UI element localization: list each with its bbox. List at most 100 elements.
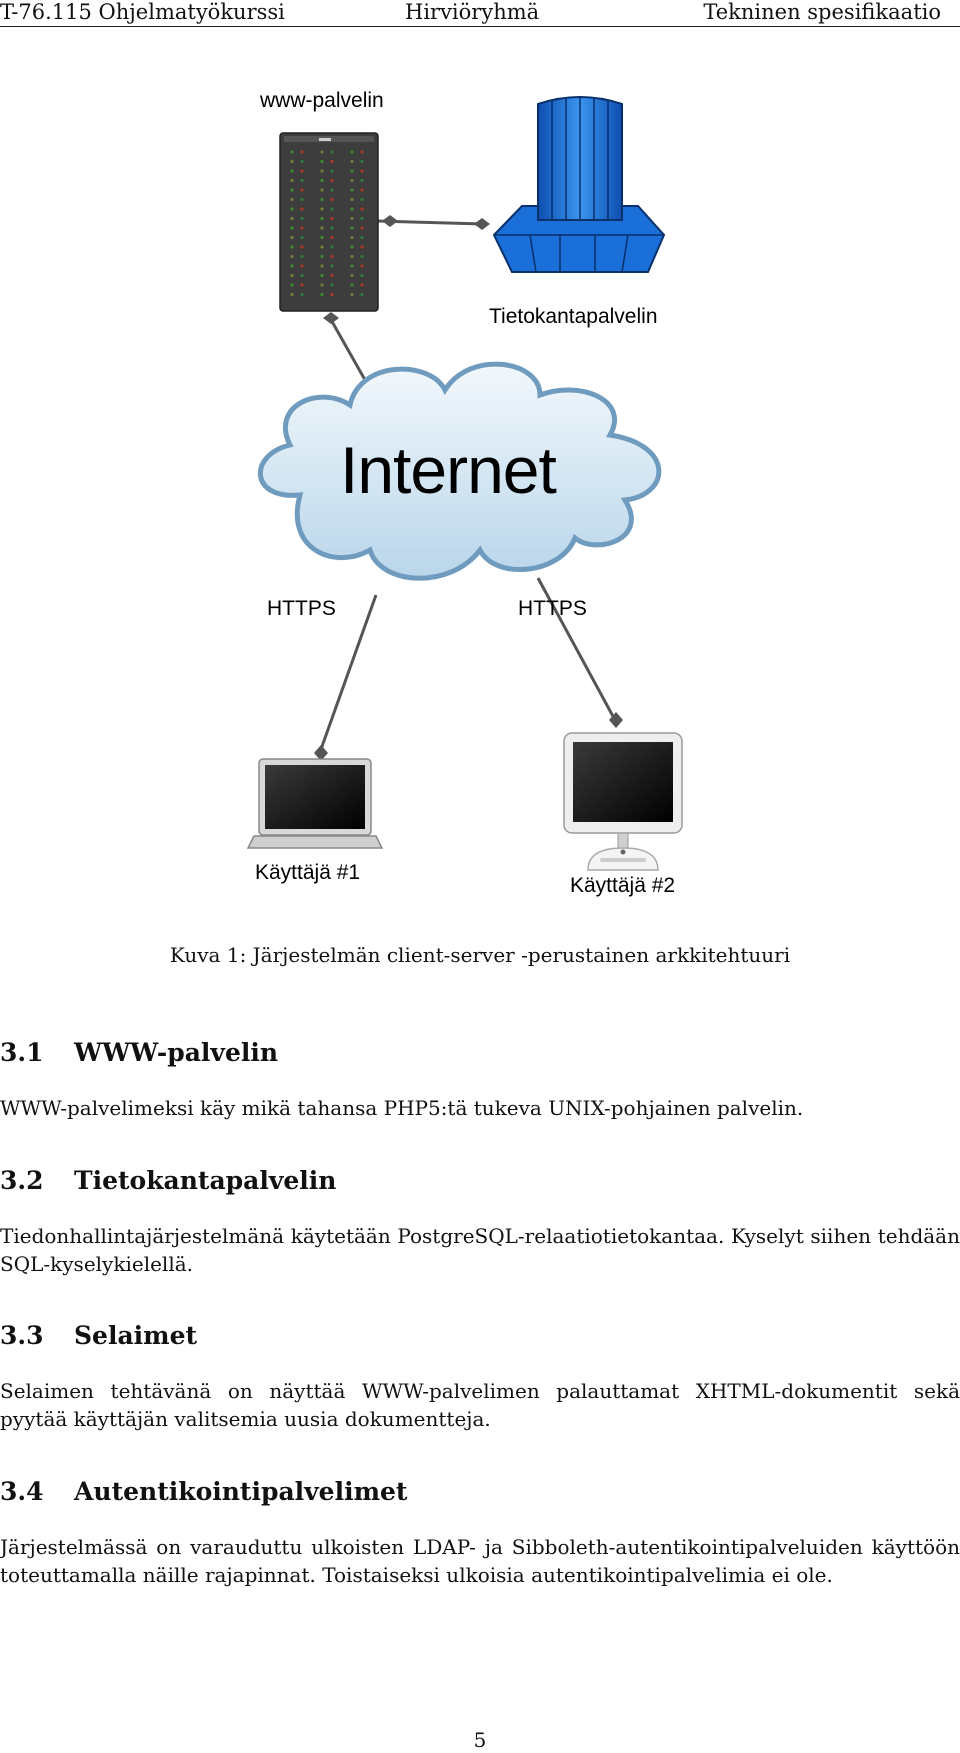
connector-diamond xyxy=(609,712,623,728)
rack-led xyxy=(360,245,364,249)
rack-led xyxy=(320,264,324,268)
section-heading: 3.2 Tietokantapalvelin xyxy=(0,1166,336,1195)
rack-led xyxy=(320,235,324,240)
rack-led xyxy=(350,150,354,154)
rack-led xyxy=(330,264,334,268)
rack-led xyxy=(330,150,334,154)
rack-led xyxy=(320,159,324,164)
rack-led xyxy=(350,178,354,183)
rack-led xyxy=(350,188,354,192)
section-paragraph: Selaimen tehtävänä on näyttää WWW-palvel… xyxy=(0,1379,960,1431)
section-title: Tietokantapalvelin xyxy=(74,1166,337,1195)
rack-led xyxy=(360,273,364,278)
rack-led xyxy=(290,159,294,164)
rack-led xyxy=(300,159,304,164)
header-group: Hirviöryhmä xyxy=(405,0,540,24)
connector-diamonds xyxy=(314,215,623,761)
rack-led xyxy=(290,254,294,259)
rack-led xyxy=(300,226,304,230)
rack-led xyxy=(300,150,304,154)
rack-led xyxy=(330,159,334,164)
section-title: WWW-palvelin xyxy=(74,1038,279,1067)
rack-led xyxy=(350,235,354,240)
section-number: 3.3 xyxy=(0,1321,44,1350)
rack-led xyxy=(330,207,334,211)
rack-led xyxy=(360,150,364,154)
rack-led xyxy=(330,245,334,249)
rack-led xyxy=(300,245,304,249)
rack-led xyxy=(360,283,364,287)
rack-led xyxy=(350,197,354,202)
figure-caption: Kuva 1: Järjestelmän client-server -peru… xyxy=(169,943,791,967)
rack-led xyxy=(360,292,364,297)
rack-led xyxy=(320,197,324,202)
rack-led xyxy=(300,207,304,211)
connector-diamond xyxy=(474,218,490,230)
rack-led xyxy=(300,216,304,221)
running-header: T-76.115 Ohjelmatyökurssi Hirviöryhmä Te… xyxy=(0,0,960,27)
rack-led xyxy=(330,216,334,221)
user2-label: Käyttäjä #2 xyxy=(570,874,675,897)
rack-led xyxy=(360,226,364,230)
rack-led xyxy=(300,292,304,297)
rack-led xyxy=(330,197,334,202)
rack-led xyxy=(300,264,304,268)
database-server-icon xyxy=(492,96,666,273)
rack-led xyxy=(320,292,324,297)
header-doc-title: Tekninen spesifikaatio xyxy=(703,0,941,24)
rack-led xyxy=(320,169,324,173)
rack-led xyxy=(350,254,354,259)
section-number: 3.2 xyxy=(0,1166,44,1195)
laptop-icon xyxy=(246,758,384,849)
rack-led xyxy=(320,273,324,278)
rack-led xyxy=(330,178,334,183)
section-paragraph: Tiedonhallintajärjestelmänä käytetään Po… xyxy=(0,1224,960,1276)
rack-led xyxy=(360,216,364,221)
rack-led xyxy=(360,207,364,211)
rack-led xyxy=(290,264,294,268)
rack-led xyxy=(320,150,324,154)
section-number: 3.4 xyxy=(0,1477,44,1506)
link-internet-user1 xyxy=(318,594,378,753)
section-paragraph: WWW-palvelimeksi käy mikä tahansa PHP5:t… xyxy=(0,1096,804,1120)
rack-led xyxy=(300,235,304,240)
rack-led xyxy=(320,216,324,221)
rack-led xyxy=(320,178,324,183)
rack-led xyxy=(330,273,334,278)
section-paragraph: Järjestelmässä on varauduttu ulkoisten L… xyxy=(0,1535,960,1587)
page-number: 5 xyxy=(473,1728,487,1752)
rack-led xyxy=(300,197,304,202)
rack-led xyxy=(350,245,354,249)
rack-led xyxy=(350,264,354,268)
rack-led xyxy=(290,169,294,173)
section-title: Autentikointipalvelimet xyxy=(74,1477,408,1506)
rack-led xyxy=(350,216,354,221)
rack-led xyxy=(320,254,324,259)
internet-cloud-icon xyxy=(258,361,662,581)
architecture-diagram: www-palvelin Tietokantapalvelin Internet… xyxy=(246,89,683,897)
user1-label: Käyttäjä #1 xyxy=(255,861,360,884)
rack-led xyxy=(290,207,294,211)
rack-led xyxy=(300,188,304,192)
rack-led xyxy=(360,169,364,173)
header-course: T-76.115 Ohjelmatyökurssi xyxy=(0,0,285,24)
section-heading: 3.4 Autentikointipalvelimet xyxy=(0,1477,407,1506)
rack-led xyxy=(300,283,304,287)
rack-led xyxy=(320,245,324,249)
rack-led xyxy=(350,207,354,211)
rack-led xyxy=(360,178,364,183)
rack-led xyxy=(290,188,294,192)
rack-led xyxy=(360,188,364,192)
rack-led xyxy=(350,283,354,287)
internet-label: Internet xyxy=(340,433,556,507)
rack-led xyxy=(320,283,324,287)
rack-led xyxy=(350,292,354,297)
rack-led xyxy=(330,169,334,173)
https-label-left: HTTPS xyxy=(267,597,336,620)
rack-led xyxy=(350,226,354,230)
rack-led xyxy=(350,273,354,278)
rack-led xyxy=(290,273,294,278)
rack-led xyxy=(330,254,334,259)
